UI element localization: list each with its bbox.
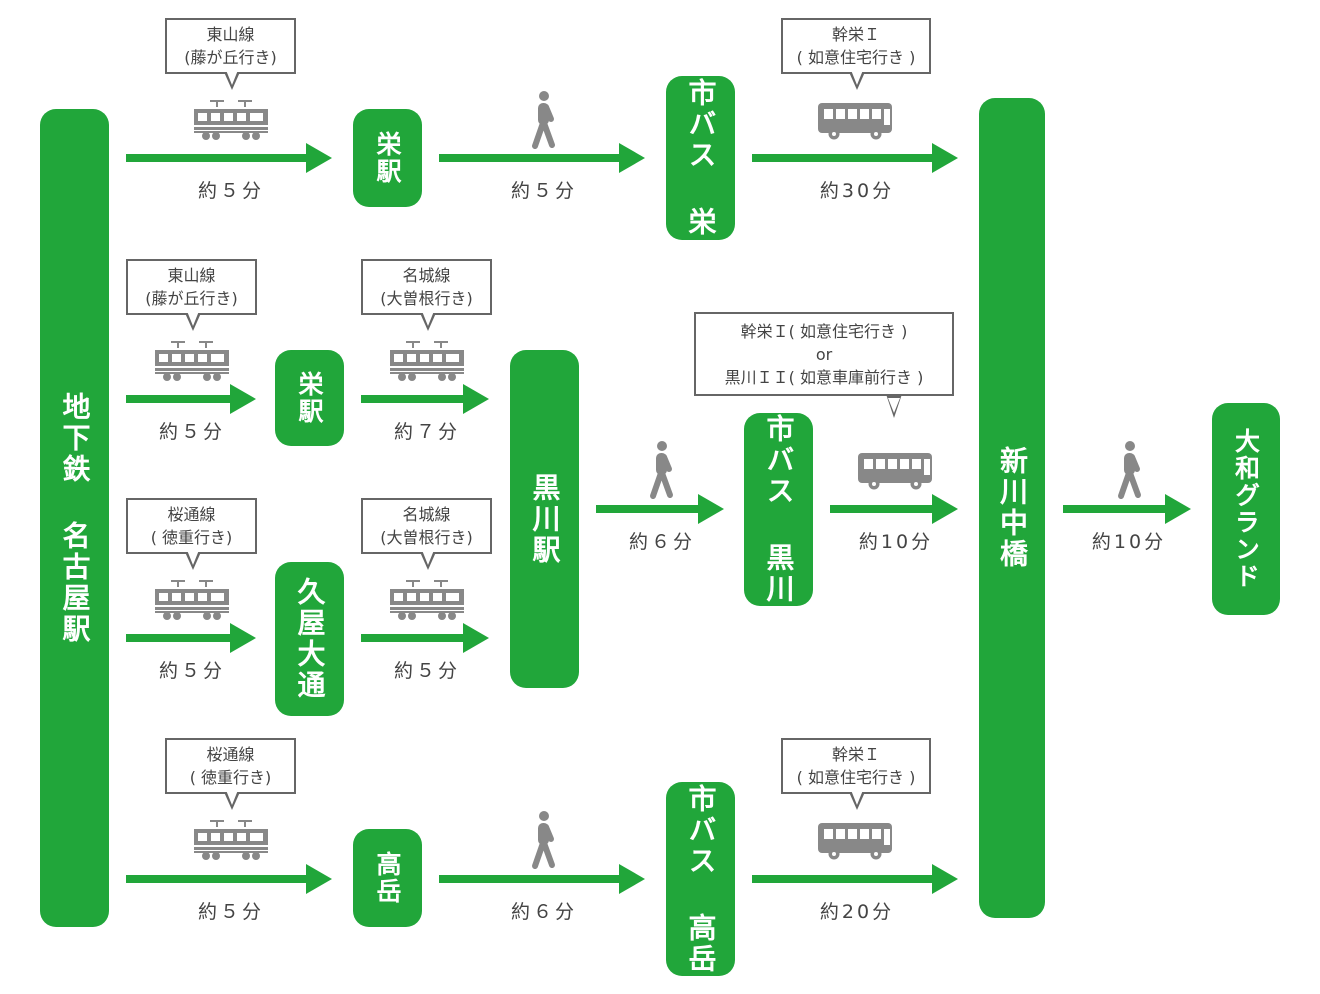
arrow-mid-bus xyxy=(830,494,958,524)
arrow-final-walk xyxy=(1063,494,1191,524)
time-label: 約６分 xyxy=(628,531,695,553)
line-name: 東山線 xyxy=(167,266,216,285)
station-bus-takaoka: 市バス 高岳 xyxy=(666,782,735,976)
line-info-bubble: 名城線 (大曽根行き) xyxy=(361,259,492,331)
line-destination: ( 如意住宅行き ) xyxy=(796,768,916,787)
line-name: 東山線 xyxy=(206,25,255,44)
time-label: 約５分 xyxy=(158,660,225,682)
line-destination: ( 徳重行き) xyxy=(189,768,272,787)
line-info-bubble: 桜通線 ( 徳重行き) xyxy=(165,738,296,810)
station-label: 市バス 高岳 xyxy=(684,783,718,975)
station-sakae-top: 栄駅 xyxy=(353,109,422,207)
line-name: 桜通線 xyxy=(167,505,216,524)
walking-person-icon xyxy=(650,441,673,499)
line-destination: (大曽根行き) xyxy=(380,528,473,547)
station-label: 市バス 黒川 xyxy=(762,414,796,605)
time-label: 約５分 xyxy=(393,660,460,682)
time-label: 約30分 xyxy=(819,180,895,202)
arrow-r4-bus xyxy=(752,864,958,894)
arrow-r3-train-2 xyxy=(361,623,489,653)
walking-person-icon xyxy=(532,91,555,149)
station-label: 高岳 xyxy=(373,851,402,905)
arrow-r1-walk xyxy=(439,143,645,173)
station-label: 栄駅 xyxy=(373,131,402,185)
line-info-bubble: 幹栄Ｉ ( 如意住宅行き ) xyxy=(781,738,931,810)
station-bus-sakae: 市バス 栄 xyxy=(666,76,735,240)
train-icon xyxy=(194,100,268,140)
arrow-r2-train-2 xyxy=(361,384,489,414)
line-info-bubble: 名城線 (大曽根行き) xyxy=(361,498,492,570)
line-info-bubble: 桜通線 ( 徳重行き) xyxy=(126,498,257,570)
station-label: 黒川駅 xyxy=(528,472,562,566)
line-name: 幹栄Ｉ xyxy=(831,25,880,44)
walking-person-icon xyxy=(532,811,555,869)
line-info-bubble: 東山線 (藤が丘行き) xyxy=(126,259,257,331)
line-name: 黒川ＩＩ( 如意車庫前行き ) xyxy=(724,367,924,387)
time-label: 約５分 xyxy=(197,901,264,923)
arrow-r2-train-1 xyxy=(126,384,256,414)
station-label: 大和グランド xyxy=(1231,428,1261,590)
line-destination: ( 徳重行き) xyxy=(150,528,233,547)
time-label: 約７分 xyxy=(393,421,460,443)
walking-person-icon xyxy=(1118,441,1141,499)
line-info-bubble: 東山線 (藤が丘行き) xyxy=(165,18,296,90)
time-label: 約20分 xyxy=(819,901,895,923)
station-label: 栄駅 xyxy=(295,371,324,425)
station-kurokawa: 黒川駅 xyxy=(510,350,579,688)
station-label: 久屋大通 xyxy=(293,577,327,701)
line-name: 名城線 xyxy=(402,266,451,285)
time-label: 約６分 xyxy=(510,901,577,923)
bus-icon xyxy=(818,823,892,860)
station-bus-kurokawa: 市バス 黒川 xyxy=(744,413,813,606)
line-destination: (藤が丘行き) xyxy=(145,289,238,308)
station-label: 新川中橋 xyxy=(996,446,1029,570)
bus-icon xyxy=(858,453,932,490)
line-info-bubble: 幹栄Ｉ ( 如意住宅行き ) xyxy=(781,18,931,90)
line-or: or xyxy=(815,344,833,364)
line-name: 幹栄Ｉ( 如意住宅行き ) xyxy=(740,321,908,341)
station-label: 市バス 栄 xyxy=(684,78,718,238)
train-icon xyxy=(390,341,464,381)
station-yamato-grand: 大和グランド xyxy=(1212,403,1280,615)
line-name: 桜通線 xyxy=(206,745,255,764)
time-label: 約５分 xyxy=(510,180,577,202)
train-icon xyxy=(390,580,464,620)
train-icon xyxy=(194,820,268,860)
station-label: 地下鉄 名古屋駅 xyxy=(58,391,92,645)
time-label: 約10分 xyxy=(1091,531,1167,553)
arrow-r4-train xyxy=(126,864,332,894)
station-shinkawa-nakabashi: 新川中橋 xyxy=(979,98,1045,918)
line-name: 幹栄Ｉ xyxy=(831,745,880,764)
train-icon xyxy=(155,580,229,620)
time-label: 約５分 xyxy=(197,180,264,202)
line-info-bubble: 幹栄Ｉ( 如意住宅行き ) or 黒川ＩＩ( 如意車庫前行き ) xyxy=(694,312,954,418)
arrow-r1-train xyxy=(126,143,332,173)
line-destination: ( 如意住宅行き ) xyxy=(796,48,916,67)
arrow-r1-bus xyxy=(752,143,958,173)
line-destination: (藤が丘行き) xyxy=(184,48,277,67)
station-sakae-middle: 栄駅 xyxy=(275,350,344,446)
time-label: 約10分 xyxy=(858,531,934,553)
station-takaoka: 高岳 xyxy=(353,829,422,927)
line-name: 名城線 xyxy=(402,505,451,524)
station-nagoya: 地下鉄 名古屋駅 xyxy=(40,109,109,927)
time-label: 約５分 xyxy=(158,421,225,443)
bus-icon xyxy=(818,103,892,140)
train-icon xyxy=(155,341,229,381)
arrow-r3-train-1 xyxy=(126,623,256,653)
arrow-r4-walk xyxy=(439,864,645,894)
arrow-mid-walk xyxy=(596,494,724,524)
station-hisaya-odori: 久屋大通 xyxy=(275,562,344,716)
line-destination: (大曽根行き) xyxy=(380,289,473,308)
